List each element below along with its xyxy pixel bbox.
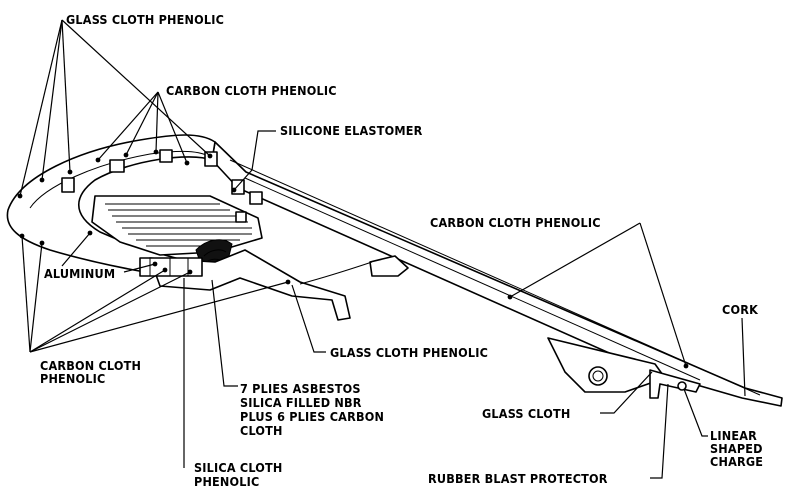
blast-protector-housing (547, 337, 666, 393)
nose-housing (6, 134, 231, 283)
label-silica-cloth-line1: SILICA CLOTH (194, 460, 283, 475)
linear-charge (677, 381, 687, 391)
label-carbon-cloth-phenolic-top: CARBON CLOTH PHENOLIC (166, 83, 337, 98)
blast-protector-clip (649, 369, 701, 399)
label-carbon-cloth-phenolic-left-line2: PHENOLIC (40, 371, 106, 386)
label-asbestos-line1: 7 PLIES ASBESTOS (240, 381, 361, 396)
label-asbestos-line2: SILICA FILLED NBR (240, 395, 362, 410)
nozzle-assembly-drawing (6, 134, 783, 407)
callout-labels: GLASS CLOTH PHENOLIC CARBON CLOTH PHENOL… (40, 12, 763, 489)
label-asbestos-line3: PLUS 6 PLIES CARBON (240, 409, 384, 424)
label-linear-shaped-charge-line2: SHAPED (710, 441, 763, 456)
leader-lines (19, 19, 746, 479)
leader-dots (17, 149, 689, 369)
label-glass-cloth: GLASS CLOTH (482, 406, 570, 421)
label-asbestos-line4: CLOTH (240, 423, 283, 438)
label-linear-shaped-charge-line1: LINEAR (710, 428, 757, 443)
label-linear-shaped-charge-line3: CHARGE (710, 454, 763, 469)
aluminum-housing (139, 257, 203, 277)
label-silica-cloth-line2: PHENOLIC (194, 474, 260, 489)
label-cork: CORK (722, 302, 759, 317)
label-rubber-blast-protector: RUBBER BLAST PROTECTOR (428, 471, 608, 486)
linear-charge-ring (588, 366, 608, 386)
label-carbon-cloth-phenolic-right: CARBON CLOTH PHENOLIC (430, 215, 601, 230)
label-glass-cloth-phenolic-mid: GLASS CLOTH PHENOLIC (330, 345, 488, 360)
label-glass-cloth-phenolic-top: GLASS CLOTH PHENOLIC (66, 12, 224, 27)
label-silicone-elastomer: SILICONE ELASTOMER (280, 123, 423, 138)
label-carbon-cloth-phenolic-left-line1: CARBON CLOTH (40, 358, 141, 373)
label-aluminum: ALUMINUM (44, 266, 115, 281)
aft-flange (369, 255, 409, 277)
upper-ribs (61, 149, 263, 223)
